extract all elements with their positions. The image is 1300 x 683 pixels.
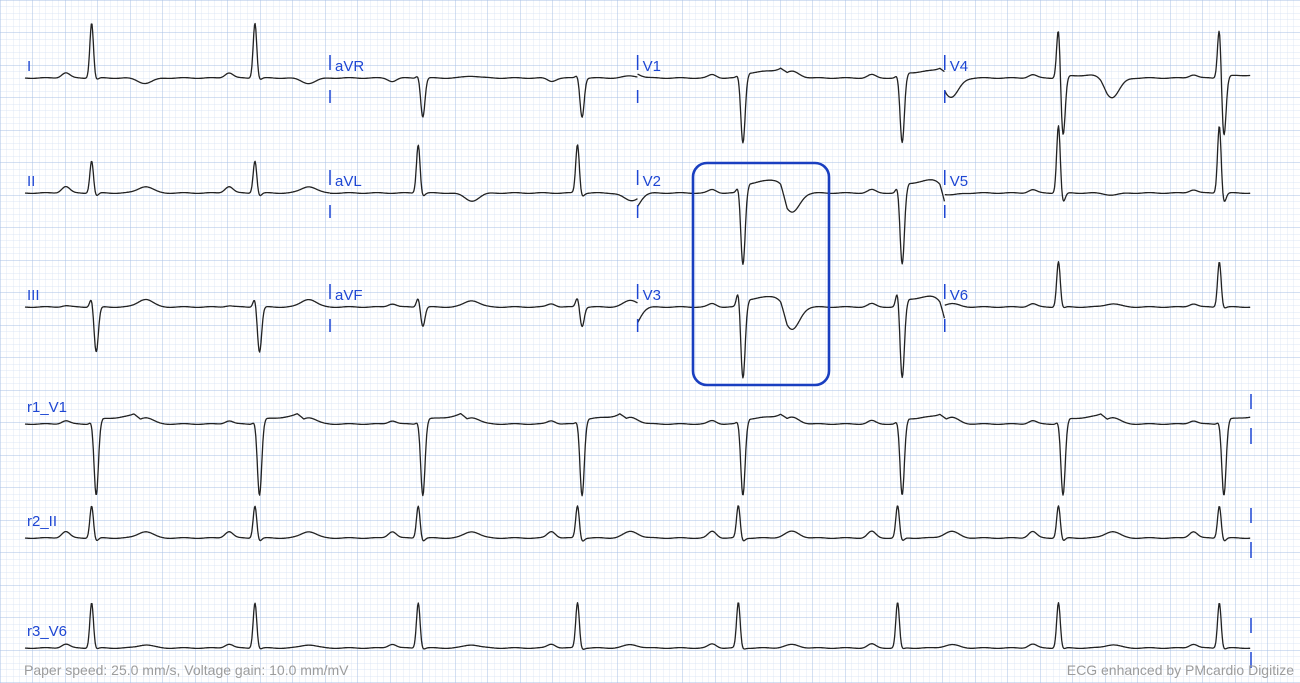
trace-V4 [944,30,1251,136]
trace-aVF [329,298,638,328]
lead-label-V2: V2 [643,173,661,190]
trace-I [24,22,330,85]
trace-aVR [329,75,638,118]
trace-V2 [637,179,946,265]
trace-V3 [637,294,946,379]
lead-label-r2_II: r2_II [27,513,57,530]
trace-V1 [637,67,945,144]
trace-V5 [944,125,1251,202]
lead-label-aVF: aVF [335,287,363,304]
lead-label-V4: V4 [950,58,968,75]
trace-r1_V1 [24,412,1251,497]
traces [24,22,1251,650]
lead-label-V1: V1 [643,58,661,75]
trace-aVL [329,144,638,202]
trace-r2_II [24,505,1251,542]
lead-label-V3: V3 [643,287,661,304]
lead-label-I: I [27,58,31,75]
watermark-text: ECG enhanced by PMcardio Digitize [1067,662,1294,678]
lead-label-V6: V6 [950,287,968,304]
trace-II [24,160,330,197]
trace-V6 [944,261,1251,309]
lead-label-r3_V6: r3_V6 [27,623,67,640]
lead-label-aVL: aVL [335,173,362,190]
trace-III [24,298,330,353]
lead-label-V5: V5 [950,173,968,190]
trace-r3_V6 [24,602,1251,650]
lead-label-III: III [27,287,40,304]
lead-label-aVR: aVR [335,58,364,75]
highlight-box [691,161,831,387]
paper-speed-text: Paper speed: 25.0 mm/s, Voltage gain: 10… [24,662,349,678]
lead-separators [329,55,1252,668]
lead-label-II: II [27,173,35,190]
lead-label-r1_V1: r1_V1 [27,399,67,416]
